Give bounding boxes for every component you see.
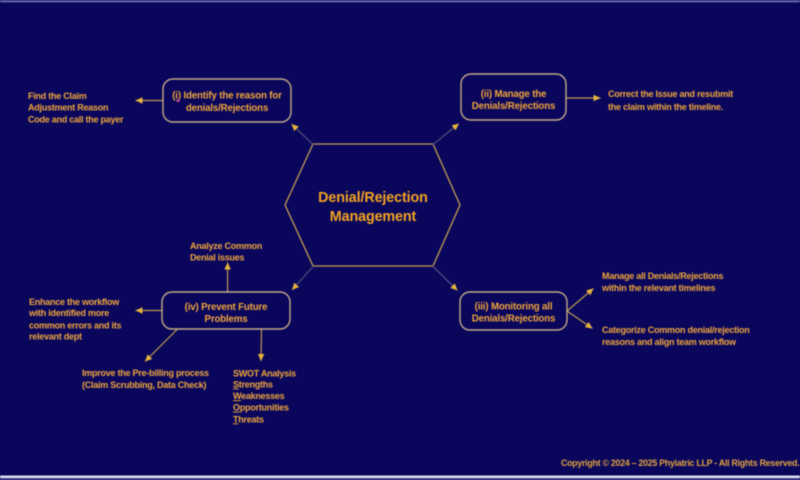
svg-text:Denials/Rejections: Denials/Rejections [472,101,555,112]
svg-text:Strengths: Strengths [233,379,273,389]
svg-text:Denials/Rejections: Denials/Rejections [472,314,555,325]
svg-text:Threats: Threats [233,414,264,424]
svg-text:Adjustment Reason: Adjustment Reason [28,103,108,113]
svg-text:Opportunities: Opportunities [233,403,289,413]
svg-text:Denial issues: Denial issues [190,252,245,262]
svg-text:Management: Management [330,209,417,225]
svg-text:(iv) Prevent Future: (iv) Prevent Future [185,302,269,313]
svg-text:(i) Identify the reason for: (i) Identify the reason for [172,91,282,102]
svg-text:Categorize Common denial/rejec: Categorize Common denial/rejection [602,325,750,335]
svg-text:Code and call the payer: Code and call the payer [28,115,124,125]
svg-text:reasons and align team workflo: reasons and align team workflow [602,337,737,347]
svg-text:(Claim Scrubbing, Data Check): (Claim Scrubbing, Data Check) [82,380,207,390]
svg-text:Enhance the workflow: Enhance the workflow [29,297,120,307]
svg-text:relevant dept: relevant dept [29,332,82,342]
svg-text:(ii) Manage the: (ii) Manage the [481,89,547,100]
svg-text:Weaknesses: Weaknesses [233,391,285,401]
svg-text:within the relevant timelines: within the relevant timelines [601,283,716,293]
svg-text:Correct the Issue and resubmit: Correct the Issue and resubmit [608,89,733,99]
svg-text:common errors and its: common errors and its [29,320,122,330]
svg-text:the claim within the timeline.: the claim within the timeline. [608,102,723,112]
svg-text:Problems: Problems [205,314,248,325]
svg-text:Copyright © 2024 – 2025 Phyiat: Copyright © 2024 – 2025 Phyiatric LLP - … [561,458,799,468]
svg-text:denials/Rejections: denials/Rejections [186,103,268,114]
svg-text:with identified more: with identified more [28,308,109,318]
svg-text:Denial/Rejection: Denial/Rejection [318,190,428,206]
svg-text:(iii) Monitoring all: (iii) Monitoring all [475,301,553,312]
svg-text:SWOT Analysis: SWOT Analysis [233,369,296,379]
svg-text:Find the Claim: Find the Claim [28,91,87,101]
svg-text:Analyze Common: Analyze Common [190,241,262,251]
svg-text:Manage all Denials/Rejections: Manage all Denials/Rejections [602,271,724,281]
svg-text:Improve the Pre-billing proces: Improve the Pre-billing process [82,368,209,378]
